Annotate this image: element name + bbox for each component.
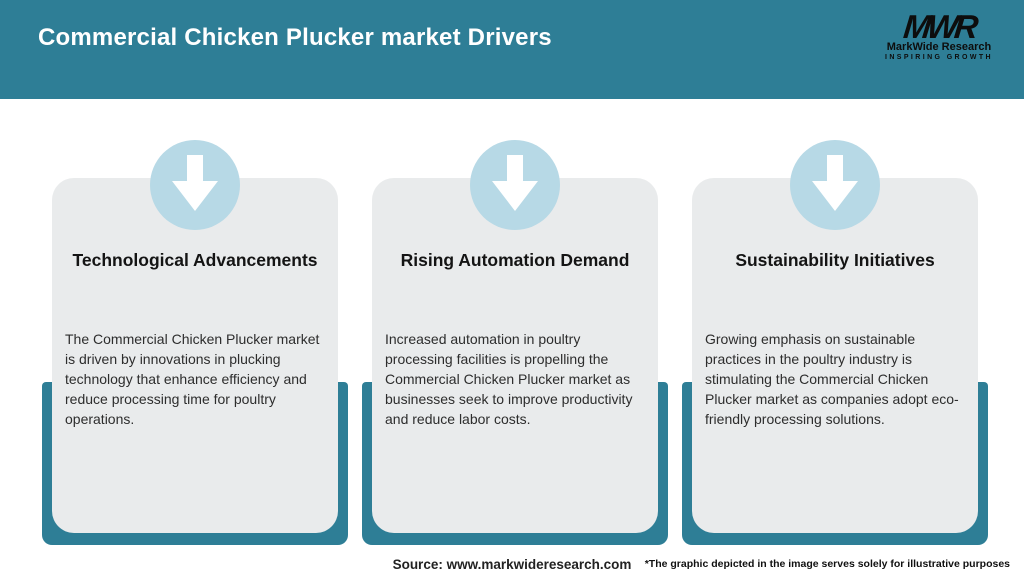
down-arrow-icon (492, 154, 538, 216)
card-panel: Sustainability Initiatives Growing empha… (692, 178, 978, 533)
card-title: Sustainability Initiatives (735, 250, 935, 270)
card-body: Growing emphasis on sustainable practice… (705, 331, 959, 427)
logo-name: MarkWide Research (886, 41, 992, 53)
disclaimer-text: *The graphic depicted in the image serve… (644, 558, 1010, 570)
down-arrow-icon (812, 154, 858, 216)
markwide-logo: MWR MarkWide Research INSPIRING GROWTH (874, 8, 1004, 61)
driver-card-automation: Rising Automation Demand Increased autom… (362, 140, 668, 545)
card-panel: Rising Automation Demand Increased autom… (372, 178, 658, 533)
logo-mwr-mark: MWR (901, 8, 977, 45)
arrow-badge (790, 140, 880, 230)
arrow-badge (150, 140, 240, 230)
page-title: Commercial Chicken Plucker market Driver… (38, 24, 552, 51)
card-panel: Technological Advancements The Commercia… (52, 178, 338, 533)
driver-card-technology: Technological Advancements The Commercia… (42, 140, 348, 545)
card-body: Increased automation in poultry processi… (385, 331, 633, 427)
arrow-badge (470, 140, 560, 230)
driver-card-sustainability: Sustainability Initiatives Growing empha… (682, 140, 988, 545)
down-arrow-icon (172, 154, 218, 216)
card-title: Rising Automation Demand (400, 250, 630, 270)
source-text: Source: www.markwideresearch.com (392, 557, 632, 572)
card-body: The Commercial Chicken Plucker market is… (65, 331, 320, 427)
header-bar: Commercial Chicken Plucker market Driver… (0, 0, 1024, 99)
card-title: Technological Advancements (72, 250, 318, 270)
driver-cards-row: Technological Advancements The Commercia… (42, 140, 988, 545)
logo-tagline: INSPIRING GROWTH (884, 54, 993, 61)
